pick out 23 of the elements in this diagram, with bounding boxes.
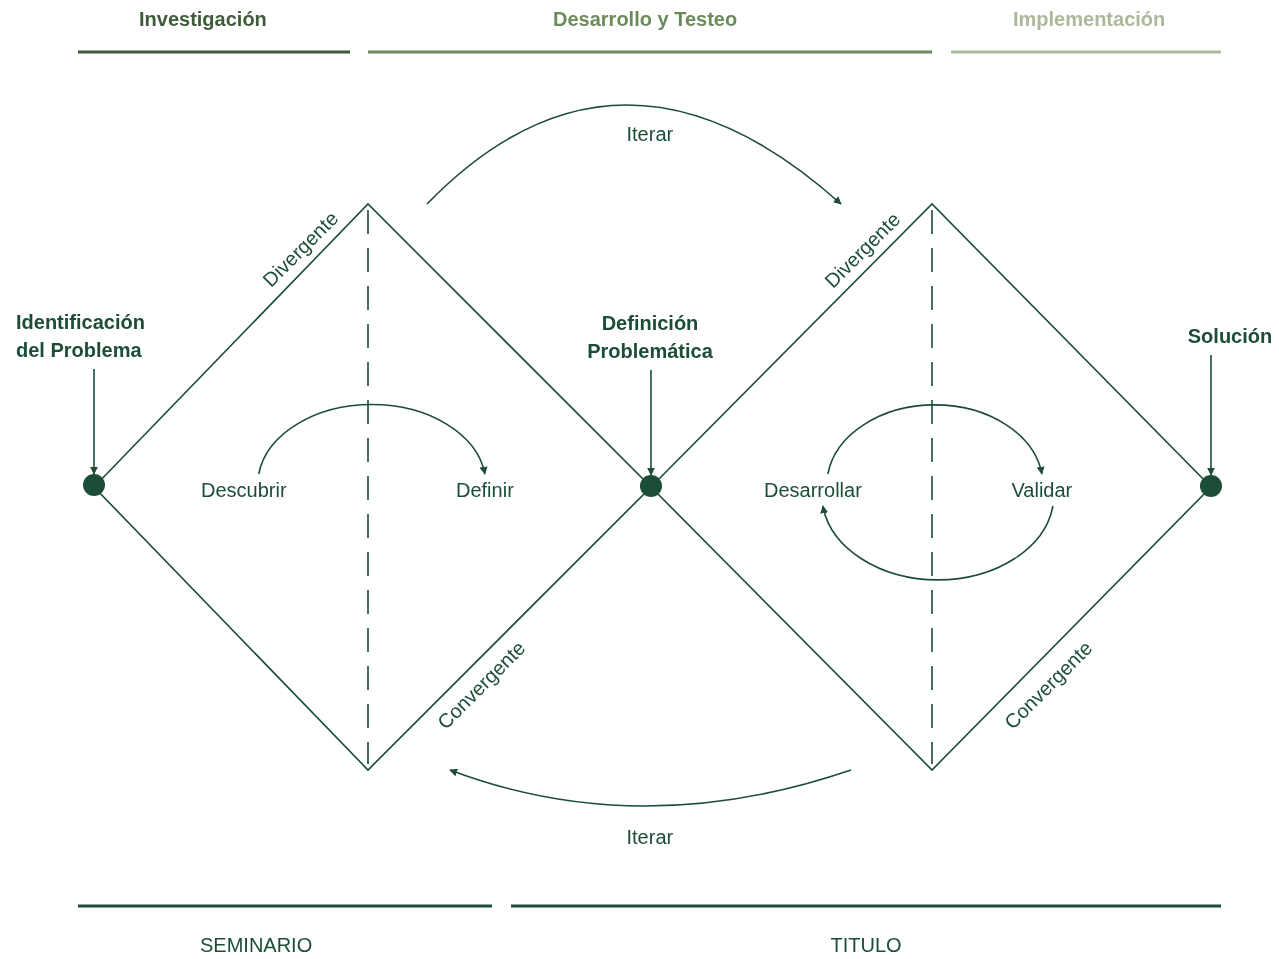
step-label: Definir — [456, 476, 514, 504]
arrow — [820, 505, 1054, 581]
step-label: Validar — [1011, 476, 1073, 504]
phase-heading: Investigación — [139, 9, 267, 29]
stage-label: SEMINARIO — [200, 935, 313, 955]
arrow — [827, 404, 1044, 475]
milestone-label: Solución — [1150, 322, 1279, 350]
point-dot — [83, 474, 105, 496]
edge-label: Iterar — [626, 124, 674, 144]
arrow — [1207, 354, 1215, 476]
milestone-label: Identificación del Problema — [16, 308, 166, 364]
milestone-label: Definición Problemática — [570, 309, 730, 365]
phase-heading: Implementación — [1013, 9, 1166, 29]
phase-heading: Desarrollo y Testeo — [553, 9, 738, 29]
stage-label: TITULO — [830, 935, 902, 955]
iteration-arrow — [449, 768, 852, 807]
arrow — [90, 368, 98, 475]
edge-label: Iterar — [626, 827, 674, 847]
arrow — [647, 369, 655, 476]
step-label: Desarrollar — [764, 476, 862, 504]
step-label: Descubrir — [201, 476, 287, 504]
iteration-arrow — [426, 104, 842, 205]
arrow — [258, 403, 487, 475]
